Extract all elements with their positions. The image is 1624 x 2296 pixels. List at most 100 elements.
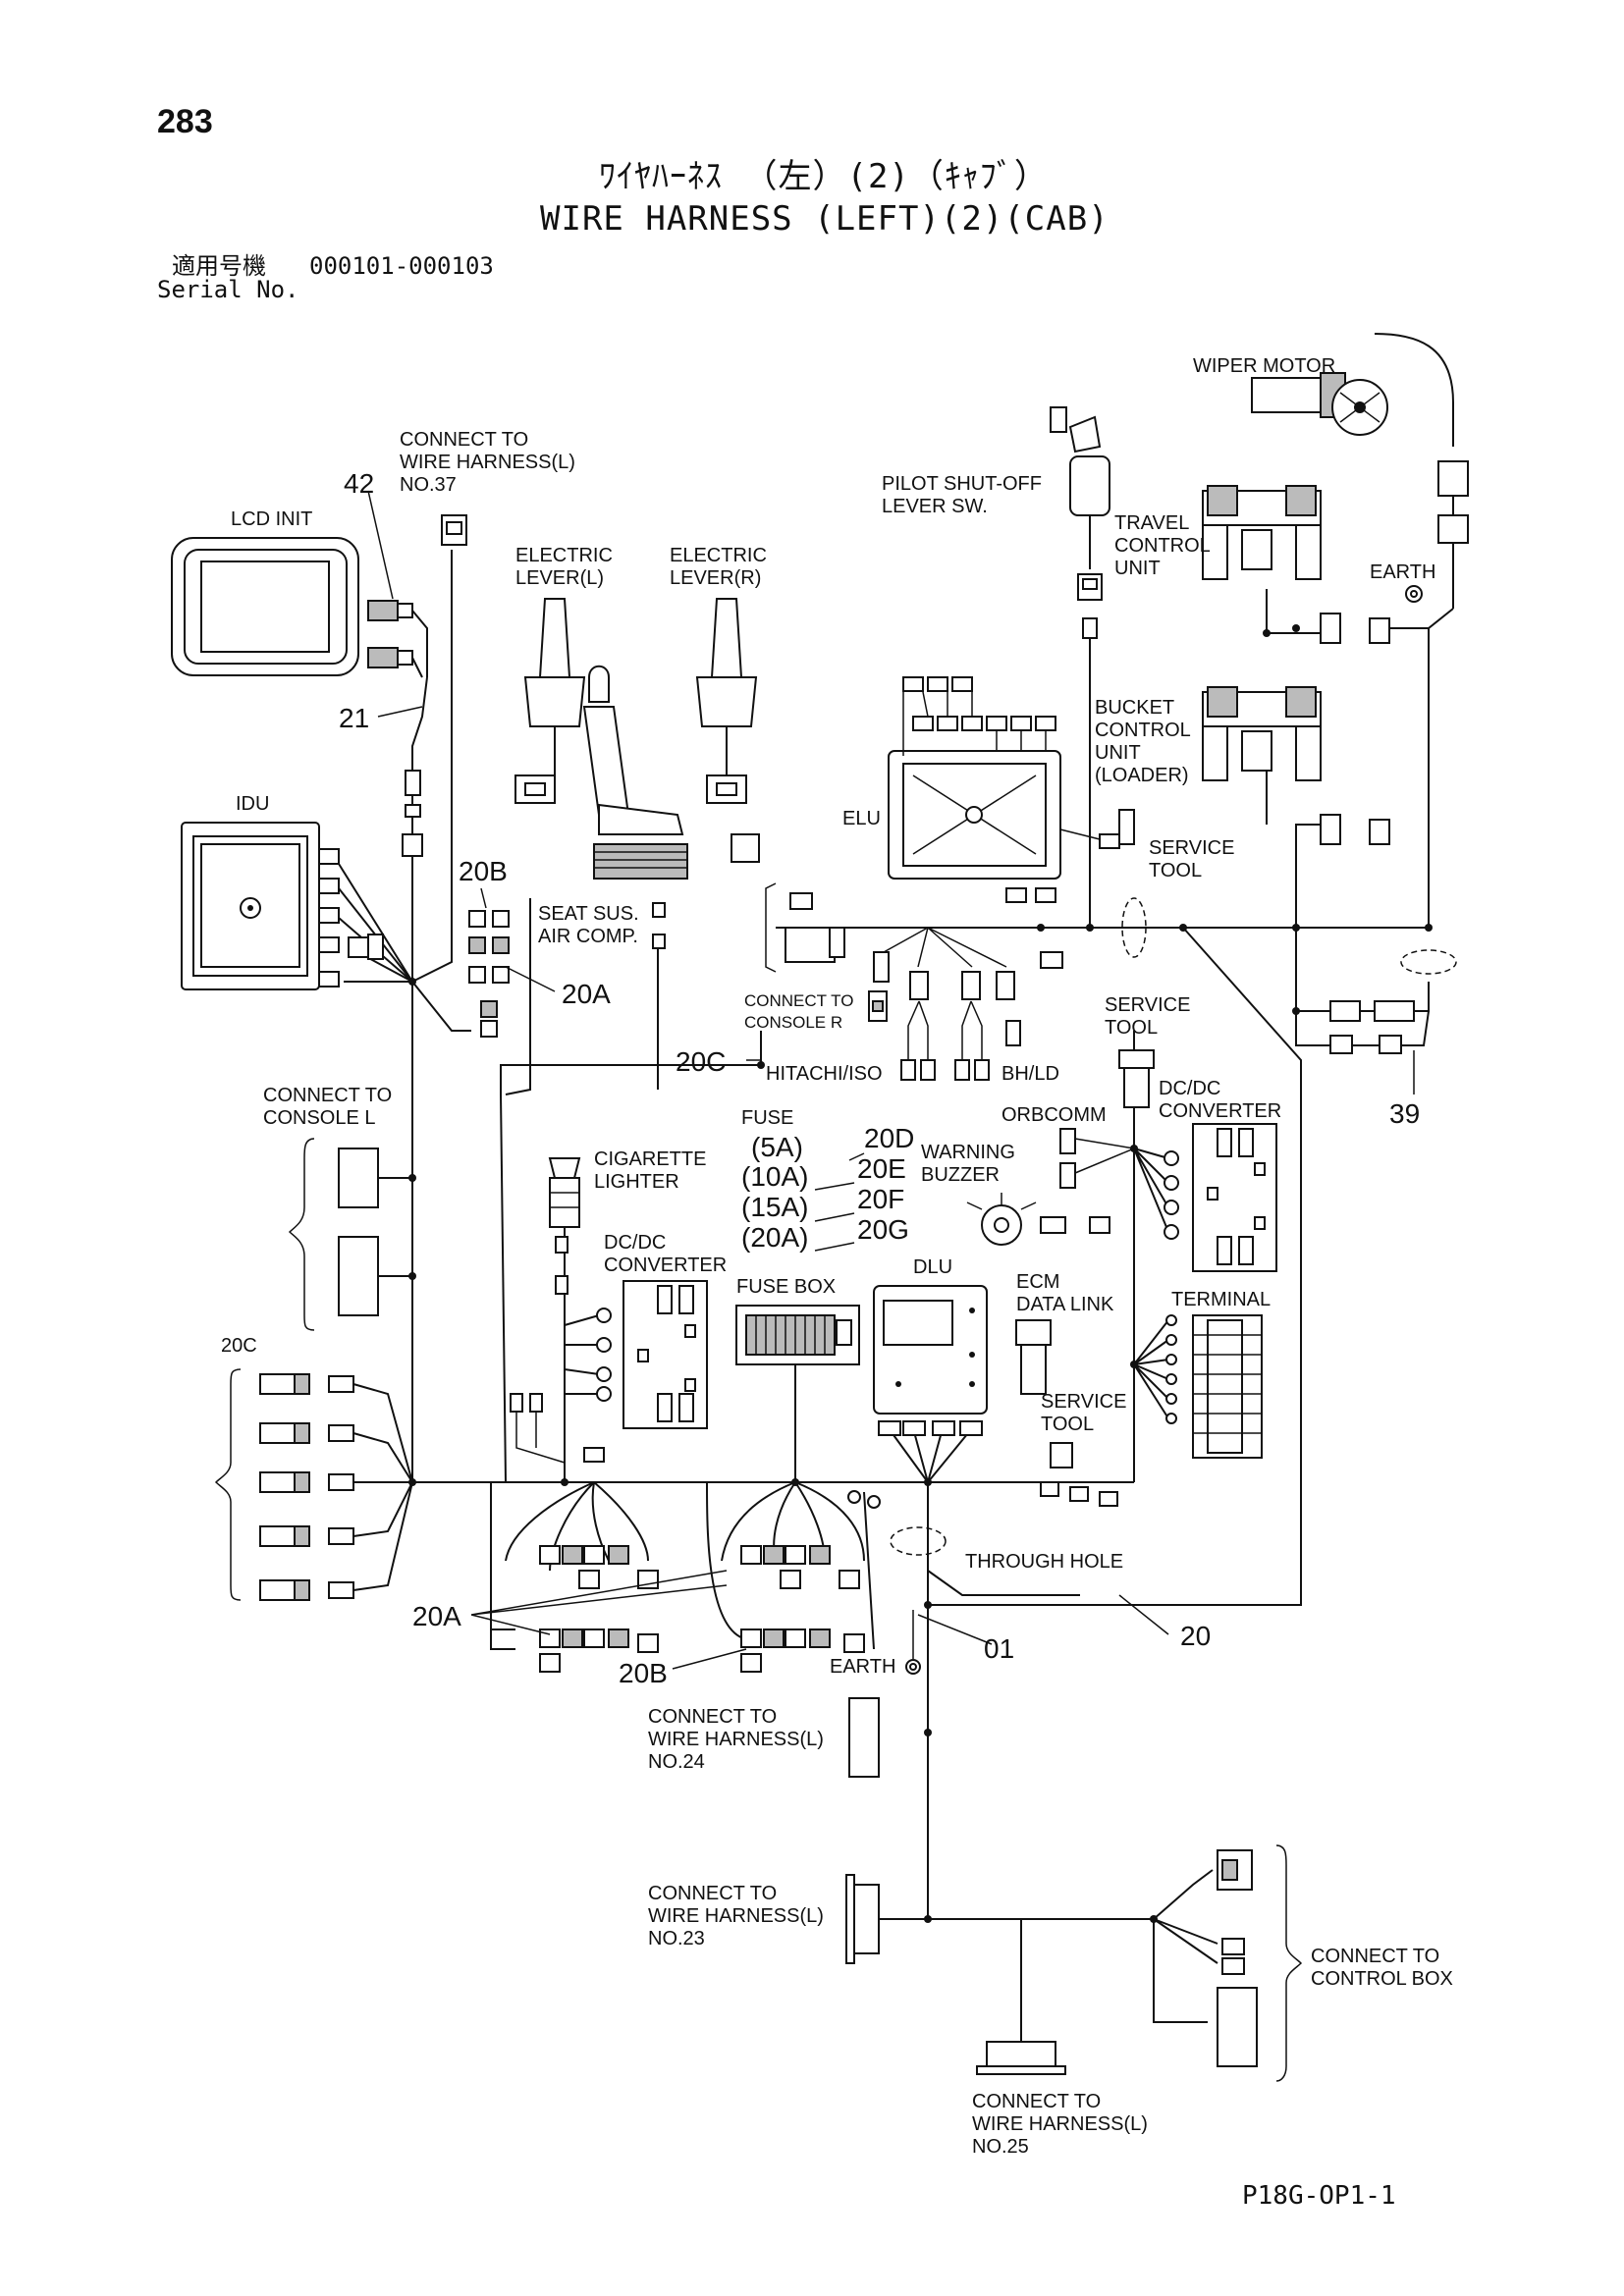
label-through-hole: THROUGH HOLE xyxy=(965,1551,1124,1573)
elu-left-connectors xyxy=(765,882,1063,1081)
label-no25: NO.25 xyxy=(972,2136,1029,2158)
serial-label-en: Serial No. xyxy=(157,276,299,303)
label-service-tool-3a: SERVICE xyxy=(1041,1391,1127,1413)
earth-terminal-upper xyxy=(1405,585,1423,603)
dcdc-converter-center xyxy=(596,1280,708,1429)
fuse-code-20e: 20E xyxy=(857,1153,906,1184)
label-travel-3: UNIT xyxy=(1114,558,1161,579)
travel-control-unit xyxy=(1202,485,1390,644)
idu-unit xyxy=(181,822,384,990)
label-electric-r-2: LEVER(R) xyxy=(670,567,762,589)
fuse-box xyxy=(735,1305,860,1365)
title-japanese: ﾜｲﾔﾊｰﾈｽ （左）(2)（ｷｬﾌﾞ） xyxy=(599,157,1049,196)
console-l-connectors xyxy=(288,1138,379,1331)
label-seat-1: SEAT SUS. xyxy=(538,903,639,925)
control-box-connectors xyxy=(1217,1844,1303,2082)
lcd-monitor xyxy=(171,537,359,676)
label-ecm-2: DATA LINK xyxy=(1016,1294,1114,1315)
label-console-r: CONSOLE R xyxy=(744,1013,843,1032)
callout-39: 39 xyxy=(1389,1098,1421,1129)
dlu-unit xyxy=(873,1285,988,1436)
connector-no25 xyxy=(976,2041,1066,2075)
relay-20b-20a-left xyxy=(468,910,510,1038)
callout-20b-upper: 20B xyxy=(459,856,508,886)
label-electric-l-2: LEVER(L) xyxy=(515,567,605,589)
label-cigarette-2: LIGHTER xyxy=(594,1171,679,1193)
page-number: 283 xyxy=(157,103,213,140)
label-service-tool-1b: TOOL xyxy=(1149,860,1203,881)
harness-wires xyxy=(338,333,1454,2042)
fuse-code-20d: 20D xyxy=(864,1123,915,1153)
dcdc-converter-right xyxy=(1164,1123,1277,1272)
label-wire-harness-23: WIRE HARNESS(L) xyxy=(648,1905,824,1927)
label-wire-harness-24: WIRE HARNESS(L) xyxy=(648,1729,824,1750)
serial-range: 000101-000103 xyxy=(309,252,494,280)
label-electric-l-1: ELECTRIC xyxy=(515,545,613,566)
label-warning-1: WARNING xyxy=(921,1142,1015,1163)
label-control-box: CONTROL BOX xyxy=(1311,1968,1453,1990)
callout-42: 42 xyxy=(344,468,375,499)
fuse-rating-5a: (5A) xyxy=(751,1132,803,1162)
label-orbcomm: ORBCOMM xyxy=(1001,1104,1107,1126)
callout-20a-lower: 20A xyxy=(412,1601,461,1631)
label-lcd-init: LCD INIT xyxy=(231,508,313,530)
terminal-block xyxy=(1165,1314,1263,1459)
callout-20a-upper: 20A xyxy=(562,979,611,1009)
label-connect-to-25: CONNECT TO xyxy=(972,2091,1102,2112)
label-connect-to-console-l: CONNECT TO xyxy=(263,1085,393,1106)
label-service-tool-1a: SERVICE xyxy=(1149,837,1235,859)
callout-20: 20 xyxy=(1180,1621,1212,1651)
label-bucket-1: BUCKET xyxy=(1095,697,1175,719)
label-dlu: DLU xyxy=(913,1256,953,1278)
electric-lever-l xyxy=(514,598,586,804)
label-connect-to-37: CONNECT TO xyxy=(400,429,529,451)
relay-groups-bottom xyxy=(539,1447,921,1675)
label-earth-lower: EARTH xyxy=(830,1656,896,1678)
callout-20c-left: 20C xyxy=(221,1335,257,1357)
label-fuse: FUSE xyxy=(741,1107,794,1129)
connector-no23 xyxy=(845,1874,880,1964)
label-pilot-2: LEVER SW. xyxy=(882,496,988,517)
label-bucket-2: CONTROL xyxy=(1095,720,1191,741)
seat xyxy=(582,665,688,949)
fuse-rating-10a: (10A) xyxy=(741,1161,809,1192)
label-connect-to-24: CONNECT TO xyxy=(648,1706,778,1728)
warning-buzzer xyxy=(966,1193,1110,1246)
label-dcdc-right-1: DC/DC xyxy=(1159,1078,1221,1099)
label-connect-to-console-r: CONNECT TO xyxy=(744,991,854,1010)
label-no24: NO.24 xyxy=(648,1751,705,1773)
label-dcdc-right-2: CONVERTER xyxy=(1159,1100,1282,1122)
service-tool-connector-2 xyxy=(1040,1442,1118,1507)
label-cigarette-1: CIGARETTE xyxy=(594,1148,707,1170)
label-bucket-4: (LOADER) xyxy=(1095,765,1189,786)
electric-lever-r xyxy=(695,598,760,863)
label-wire-harness-37: WIRE HARNESS(L) xyxy=(400,452,575,473)
label-no37: NO.37 xyxy=(400,474,457,496)
label-ecm-1: ECM xyxy=(1016,1271,1060,1293)
title-english: WIRE HARNESS (LEFT)(2)(CAB) xyxy=(540,199,1110,239)
connector-no37 xyxy=(441,514,467,546)
label-service-tool-2b: TOOL xyxy=(1105,1017,1159,1039)
footer-code: P18G-OP1-1 xyxy=(1242,2181,1396,2211)
serial-label-jp: 適用号機 xyxy=(172,252,266,280)
service-tool-connector-1 xyxy=(1118,1049,1155,1108)
label-wiper-motor: WIPER MOTOR xyxy=(1193,355,1336,377)
orbcomm-connectors xyxy=(1059,1128,1135,1189)
through-marks xyxy=(890,897,1457,1556)
label-warning-2: BUZZER xyxy=(921,1164,1000,1186)
label-service-tool-3b: TOOL xyxy=(1041,1414,1095,1435)
label-earth-upper: EARTH xyxy=(1370,561,1436,583)
fuse-code-20f: 20F xyxy=(857,1184,905,1214)
label-wire-harness-25: WIRE HARNESS(L) xyxy=(972,2113,1148,2135)
lcd-branch-connectors xyxy=(402,770,423,857)
label-terminal: TERMINAL xyxy=(1171,1289,1272,1310)
label-connect-to-23: CONNECT TO xyxy=(648,1883,778,1904)
cigarette-lighter xyxy=(510,1157,581,1464)
bucket-control-unit xyxy=(1202,686,1390,845)
label-hitachi-iso: HITACHI/ISO xyxy=(766,1063,883,1085)
label-travel-2: CONTROL xyxy=(1114,535,1211,557)
junction-dots xyxy=(408,624,1433,1923)
callout-20c-upper: 20C xyxy=(676,1046,727,1077)
callout-leaders xyxy=(367,490,1415,1670)
